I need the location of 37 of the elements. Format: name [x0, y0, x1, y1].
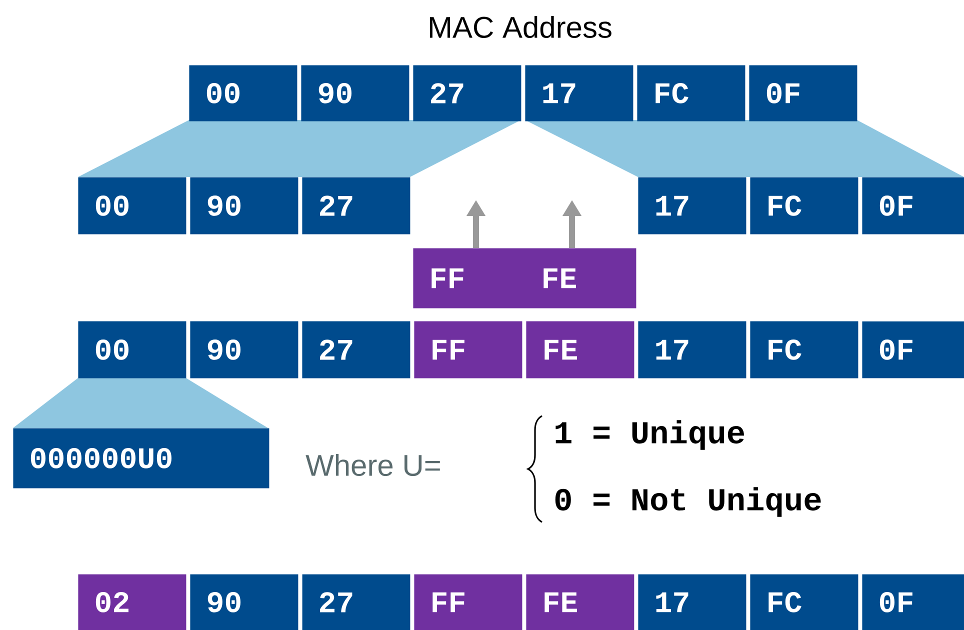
byte-cell: 02 [78, 574, 186, 630]
byte-cell: 00 [78, 321, 186, 378]
byte-cell: 17 [638, 574, 746, 630]
label-text: 0 = Not Unique [555, 487, 821, 517]
byte-cell: FF [414, 574, 522, 630]
byte-cell: FE [526, 321, 634, 378]
byte-cell: 90 [190, 321, 298, 378]
byte-cell: 27 [413, 65, 522, 122]
byte-cell: 17 [638, 321, 746, 378]
byte-cell: FC [637, 65, 746, 122]
byte-cell: 0F [862, 321, 964, 378]
byte-cell: 27 [302, 574, 410, 630]
byte-cell: 0F [749, 65, 858, 122]
byte-cell: FC [750, 177, 858, 234]
byte-cell: FC [750, 321, 858, 378]
byte-cell: FC [750, 574, 858, 630]
byte-cell: 27 [302, 321, 410, 378]
byte-cell: 17 [638, 177, 746, 234]
label-text: Where U= [306, 454, 440, 476]
byte-cell: 90 [301, 65, 410, 122]
byte-cell: 0F [862, 574, 964, 630]
expansion-band [525, 120, 964, 177]
byte-cell: 17 [525, 65, 634, 122]
byte-cell: 00 [189, 65, 298, 122]
byte-cell: FF [414, 321, 522, 378]
expansion-band [78, 120, 521, 177]
title: MAC Address [430, 16, 612, 38]
byte-cell: 00 [78, 177, 186, 234]
byte-cell: 90 [190, 574, 298, 630]
byte-cell: 90 [190, 177, 298, 234]
expansion-band [13, 378, 268, 428]
byte-box: FF FE [413, 248, 636, 308]
label-text: 1 = Unique [556, 420, 744, 450]
byte-cell: 000000U0 [13, 428, 270, 488]
byte-cell: 0F [862, 177, 964, 234]
byte-cell: FE [526, 574, 634, 630]
byte-cell: 27 [302, 177, 410, 234]
